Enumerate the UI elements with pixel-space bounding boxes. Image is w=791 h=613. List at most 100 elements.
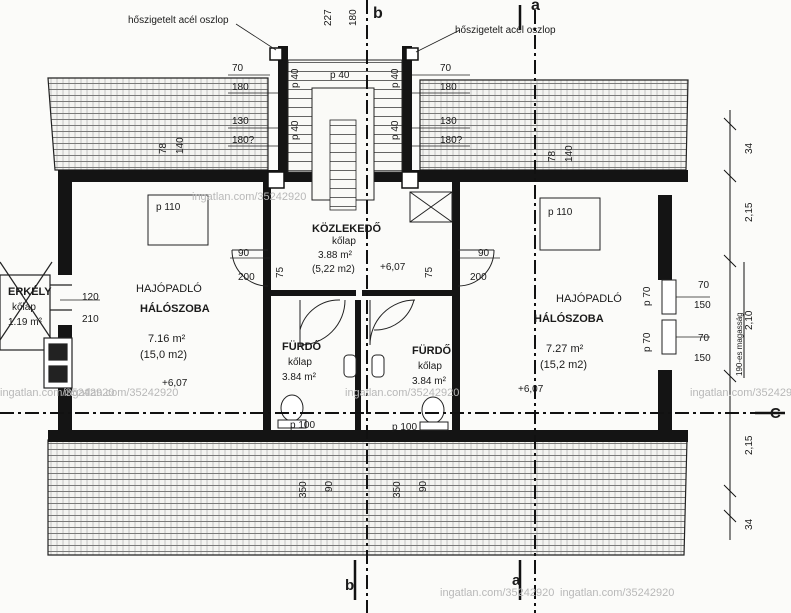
hallway-level: +6,07 [380, 262, 406, 273]
stairwell [287, 59, 403, 211]
axis-label-c: C [770, 405, 781, 422]
p40-right-lower: p 40 [390, 120, 401, 140]
balcony-floor: kőlap [12, 302, 36, 313]
leader-lines [60, 23, 710, 338]
hallway-area-gross: (5,22 m2) [312, 264, 355, 275]
dim-120: 120 [82, 292, 99, 303]
balcony-area: 1.19 m² [8, 317, 43, 328]
bathroom-fixtures [277, 354, 449, 431]
p40-left-lower: p 40 [290, 120, 301, 140]
dim-70-window-1: 70 [698, 280, 710, 291]
dim-150-window-1: 150 [694, 300, 711, 311]
height-note-190: 190-es magasság [735, 312, 744, 376]
stair-p40: p 40 [330, 70, 350, 81]
dim-210-right: 2,10 [744, 310, 755, 330]
axis-label-a-top: a [531, 0, 540, 14]
dim-75-right: 75 [424, 266, 435, 278]
dim-215-bottom: 2,15 [744, 435, 755, 455]
dim-200-left: 200 [238, 272, 255, 283]
dim-90-right: 90 [478, 248, 490, 259]
dim-90-bottom-right: 90 [418, 480, 429, 492]
bedroom-left-area-gross: (15,0 m2) [140, 349, 187, 361]
roof-hatching [47, 77, 689, 556]
right-dimension-line [723, 110, 745, 540]
dim-180q-right: 180? [440, 135, 463, 146]
watermark: ingatlan.com/35242920 [690, 387, 791, 399]
axis-label-b-top: b [373, 5, 383, 22]
dim-140-left: 140 [175, 137, 186, 154]
p40-left-upper: p 40 [290, 68, 301, 88]
dim-215-top: 2,15 [744, 202, 755, 222]
window-p70-1: p 70 [642, 286, 653, 306]
dim-227: 227 [323, 9, 334, 26]
hallway-area: 3.88 m² [318, 250, 353, 261]
dim-350-right: 350 [392, 481, 403, 498]
bedroom-left-name: HÁLÓSZOBA [140, 302, 210, 315]
dim-70-right: 70 [440, 63, 452, 74]
axis-label-a-bottom: a [512, 572, 521, 589]
bedroom-right-level: +6,07 [518, 384, 544, 395]
bedroom-right-area: 7.27 m² [546, 343, 584, 355]
dim-130-right: 130 [440, 116, 457, 127]
dim-34-bottom: 34 [744, 518, 755, 530]
dim-180q-left: 180? [232, 135, 255, 146]
bathroom-left-area: 3.84 m² [282, 372, 317, 383]
window-p100-left: p 100 [290, 420, 315, 431]
bathroom-left-floor: kőlap [288, 357, 312, 368]
skylight-p110-right: p 110 [548, 207, 573, 218]
dim-210: 210 [82, 314, 99, 325]
bathroom-left-name: FÜRDŐ [282, 340, 322, 353]
dim-90-bottom-left: 90 [324, 480, 335, 492]
dim-34-top: 34 [744, 142, 755, 154]
window-p100-right: p 100 [392, 422, 417, 433]
balcony [0, 261, 73, 389]
dim-70-window-2: 70 [698, 333, 710, 344]
bedroom-right-area-gross: (15,2 m2) [540, 359, 587, 371]
watermark: ingatlan.com/35242920 [345, 387, 459, 399]
bedroom-right-floor: HAJÓPADLÓ [556, 292, 622, 305]
column-note-right: hőszigetelt acél oszlop [455, 25, 556, 36]
dim-180-right: 180 [440, 82, 457, 93]
watermark: ingatlan.com/35242920 [440, 587, 554, 599]
watermark: ingatlan.com/35242920 [560, 587, 674, 599]
bedroom-left-level: +6,07 [162, 378, 188, 389]
watermark: ingatlan.com/35242920 [192, 191, 306, 203]
dim-150-window-2: 150 [694, 353, 711, 364]
grid-axes [0, 0, 765, 613]
skylight-p110-left: p 110 [156, 202, 181, 213]
door-swings [231, 249, 495, 346]
watermarks: ingatlan.com/35242920 ingatlan.com/35242… [0, 191, 791, 599]
dim-70-left: 70 [232, 63, 244, 74]
plan-labels: hőszigetelt acél oszlop hőszigetelt acél… [8, 0, 781, 594]
steel-columns [267, 47, 419, 189]
dim-350-left: 350 [298, 481, 309, 498]
bedroom-left-area: 7.16 m² [148, 333, 186, 345]
skylights [147, 194, 601, 251]
bathroom-right-name: FÜRDŐ [412, 344, 452, 357]
dim-78-right: 78 [547, 150, 558, 162]
dim-140-right: 140 [564, 145, 575, 162]
hallway-floor: kőlap [332, 236, 356, 247]
dim-78-left: 78 [158, 142, 169, 154]
balcony-name: ERKÉLY [8, 285, 52, 298]
dim-130-left: 130 [232, 116, 249, 127]
bedroom-left-floor: HAJÓPADLÓ [136, 282, 202, 295]
dim-180-top: 180 [348, 9, 359, 26]
bedroom-right-name: HÁLÓSZOBA [534, 312, 604, 325]
dim-75-left: 75 [275, 266, 286, 278]
p40-right-upper: p 40 [390, 68, 401, 88]
right-windows [661, 279, 677, 355]
watermark: ingatlan.com/35242920 [64, 387, 178, 399]
dim-180-left: 180 [232, 82, 249, 93]
axis-cut-marks [353, 5, 785, 600]
dim-90-left: 90 [238, 248, 250, 259]
bathroom-right-area: 3.84 m² [412, 376, 447, 387]
shaft-box [409, 191, 453, 223]
hallway-name: KÖZLEKEDŐ [312, 222, 382, 235]
dim-200-right: 200 [470, 272, 487, 283]
bathroom-right-floor: kőlap [418, 361, 442, 372]
axis-label-b-bottom: b [345, 577, 354, 594]
column-note-left: hőszigetelt acél oszlop [128, 15, 229, 26]
watermark: ingatlan.com/35242920 [0, 387, 114, 399]
